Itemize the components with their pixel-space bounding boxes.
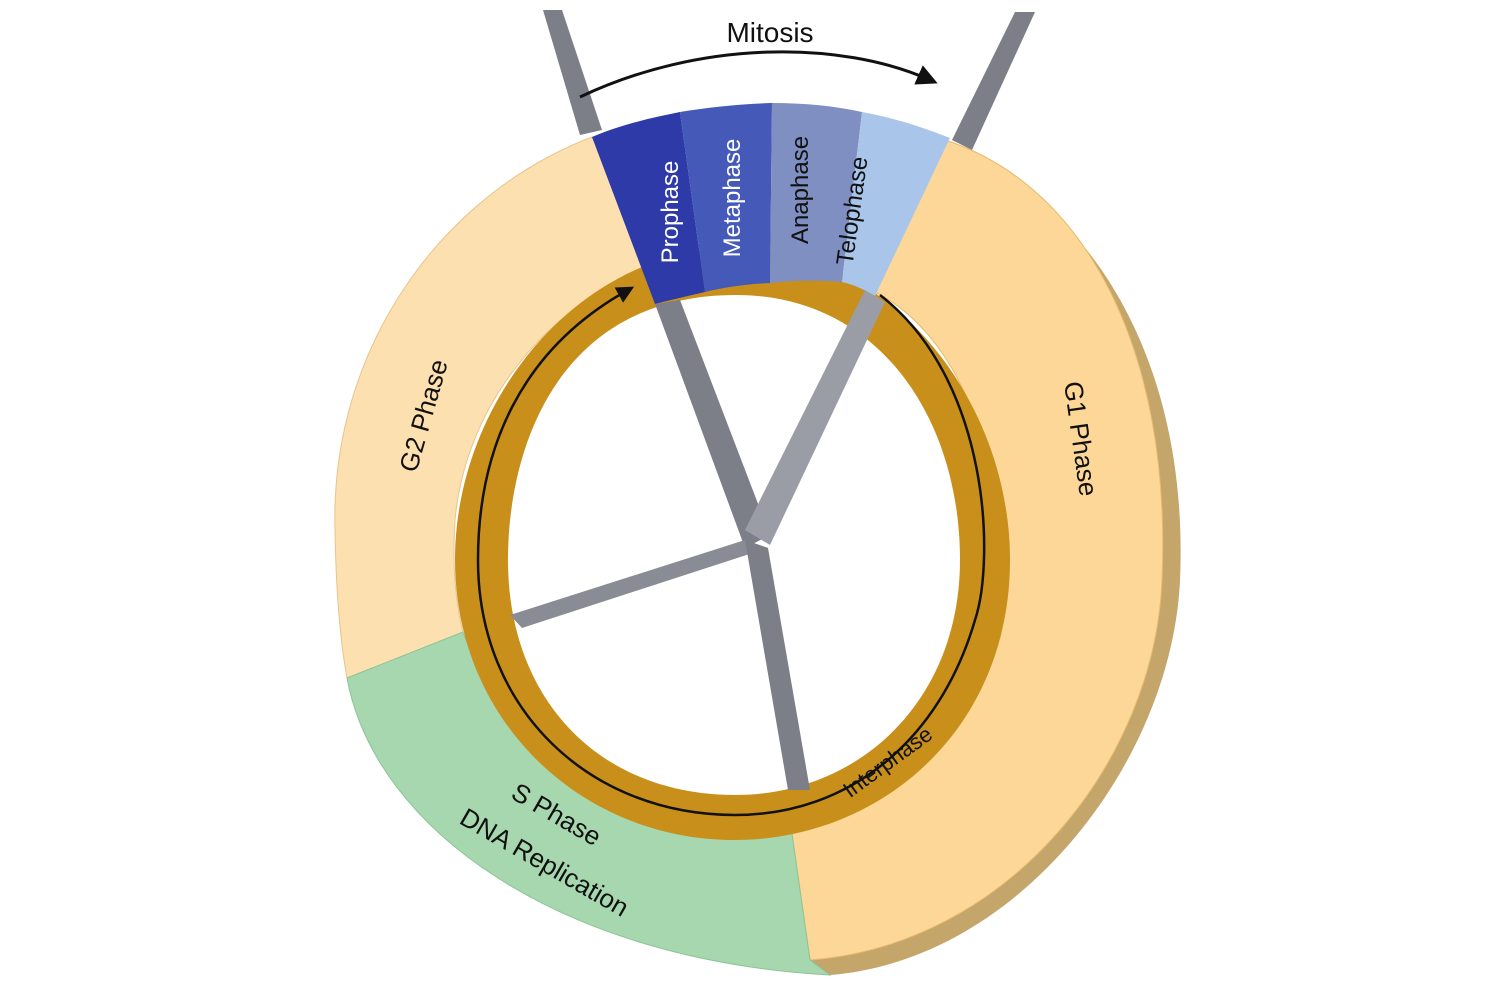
spindle-fiber-bottom: [745, 540, 810, 790]
metaphase-label: Metaphase: [719, 139, 746, 258]
spindle-fiber-left: [510, 540, 768, 628]
spindle-fiber-inner-right: [745, 290, 885, 545]
anaphase-label: Anaphase: [787, 136, 814, 244]
metaphase-wedge: [680, 103, 772, 292]
mitosis-arrow: [579, 50, 938, 99]
prophase-label: Prophase: [657, 161, 684, 264]
prophase-wedge: [592, 112, 705, 304]
g2-phase-segment: [334, 136, 656, 679]
spindle-fiber-inner-left: [655, 300, 770, 548]
interphase-cycle-arrow: [476, 286, 986, 817]
anaphase-wedge: [770, 103, 862, 283]
spindle-fiber-upper-left: [543, 10, 602, 135]
spindle-fiber-upper-right: [952, 12, 1035, 150]
mitosis-title: Mitosis: [726, 17, 813, 48]
telophase-wedge: [842, 112, 950, 296]
